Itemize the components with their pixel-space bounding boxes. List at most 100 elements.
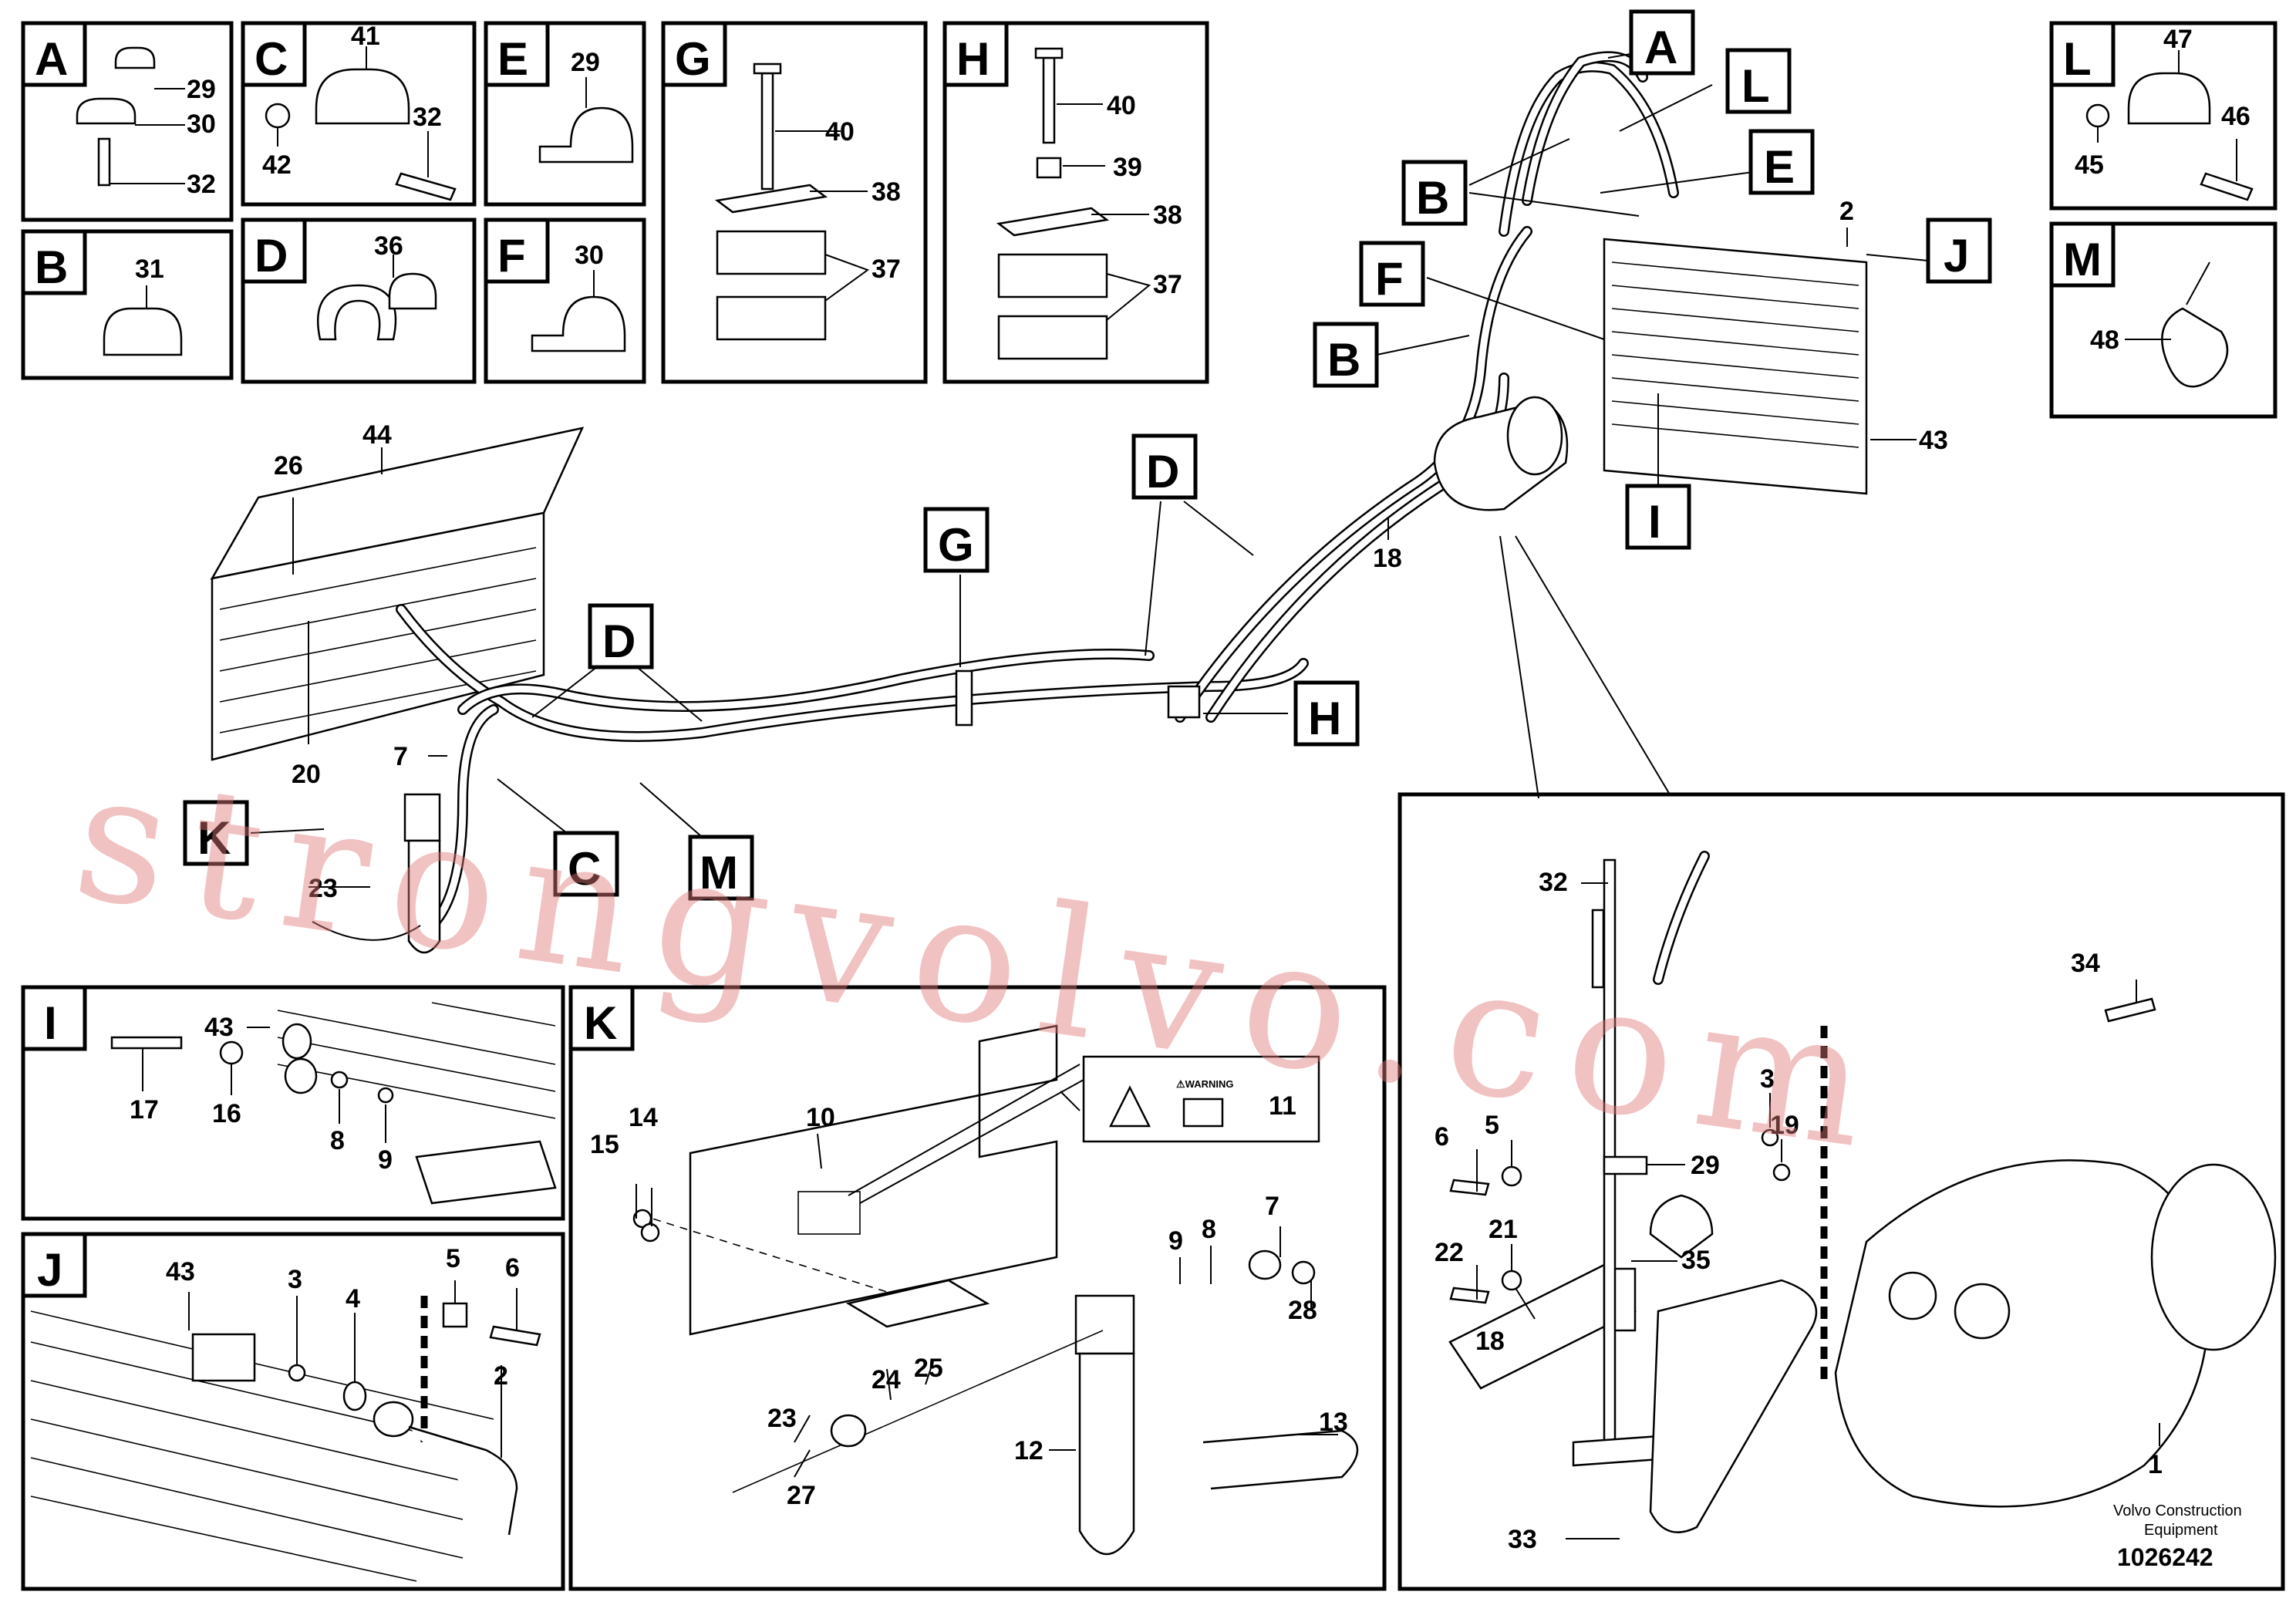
callout-m-main: M	[639, 782, 754, 901]
svg-text:25: 25	[914, 1354, 943, 1383]
receiver-drier-main: 23 7	[308, 742, 447, 954]
svg-text:6: 6	[1435, 1122, 1449, 1152]
svg-text:19: 19	[1770, 1111, 1799, 1140]
svg-text:7: 7	[1265, 1192, 1279, 1221]
svg-text:J: J	[37, 1244, 62, 1296]
detail-panel-c: C 41 32 42	[241, 21, 477, 207]
svg-text:31: 31	[135, 255, 164, 284]
detail-panel-j: J 43 3 4 5 6 2	[21, 1232, 565, 1591]
svg-text:M: M	[2063, 234, 2102, 285]
svg-text:L: L	[2063, 33, 2092, 85]
svg-text:43: 43	[204, 1013, 234, 1042]
detail-panel-k: K ⚠WARNING 10 11 12 13 14 15 9 8 7 28 23	[568, 985, 1387, 1591]
svg-text:I: I	[1648, 496, 1661, 548]
svg-text:41: 41	[351, 22, 380, 51]
detail-panel-l: L 47 46 45	[2049, 21, 2277, 211]
compressor-main: 18	[1373, 396, 1569, 573]
svg-text:A: A	[35, 33, 68, 85]
svg-text:6: 6	[505, 1253, 520, 1283]
svg-text:23: 23	[767, 1404, 797, 1433]
svg-text:2: 2	[494, 1361, 508, 1391]
svg-text:36: 36	[374, 231, 403, 261]
svg-text:1026242: 1026242	[2117, 1543, 2213, 1571]
svg-text:43: 43	[1919, 426, 1948, 455]
svg-text:9: 9	[1168, 1226, 1183, 1256]
svg-text:13: 13	[1319, 1408, 1348, 1437]
svg-text:40: 40	[825, 117, 855, 147]
callout-c-main: C	[497, 778, 619, 897]
detail-panel-compressor: 32 34 3 5 6 29 19 21 22 35 18 1 33 Volvo…	[1397, 535, 2285, 1591]
svg-text:K: K	[584, 997, 617, 1049]
svg-text:D: D	[602, 615, 636, 667]
svg-text:5: 5	[446, 1244, 460, 1273]
svg-text:9: 9	[378, 1145, 393, 1175]
svg-text:G: G	[675, 33, 711, 85]
svg-text:3: 3	[1760, 1064, 1775, 1094]
svg-text:D: D	[255, 230, 288, 282]
detail-panel-h: H 40 39 38 37	[942, 21, 1209, 384]
svg-text:24: 24	[872, 1365, 901, 1394]
svg-text:46: 46	[2221, 102, 2250, 131]
svg-text:M: M	[700, 847, 738, 899]
callout-i-main: I	[1625, 393, 1691, 550]
svg-text:K: K	[197, 812, 231, 864]
svg-text:30: 30	[575, 241, 604, 270]
callout-b-main-upper: B	[1401, 138, 1640, 226]
callout-h-main: H	[1203, 680, 1360, 747]
svg-text:B: B	[1416, 172, 1449, 224]
svg-text:35: 35	[1681, 1246, 1711, 1275]
svg-text:B: B	[1327, 334, 1360, 386]
svg-text:⚠WARNING: ⚠WARNING	[1176, 1078, 1233, 1090]
svg-text:C: C	[568, 843, 601, 895]
svg-text:32: 32	[187, 170, 216, 199]
detail-panel-i: I 43 17 16 8 9	[21, 985, 565, 1221]
detail-panel-e: E 29	[484, 21, 646, 207]
svg-text:1: 1	[2148, 1450, 2163, 1479]
svg-text:18: 18	[1373, 544, 1402, 573]
svg-text:G: G	[938, 519, 974, 571]
callout-f-main: F	[1359, 241, 1605, 340]
svg-text:23: 23	[308, 874, 338, 903]
svg-text:34: 34	[2071, 949, 2100, 978]
svg-text:29: 29	[187, 75, 216, 104]
svg-text:15: 15	[590, 1130, 619, 1159]
svg-text:3: 3	[288, 1265, 302, 1294]
evaporator-44: 44 26 20	[210, 420, 585, 789]
svg-text:14: 14	[629, 1103, 658, 1132]
svg-text:A: A	[1644, 22, 1677, 73]
callout-j-main: J	[1866, 218, 1992, 284]
svg-text:33: 33	[1508, 1525, 1537, 1554]
svg-text:H: H	[956, 33, 990, 85]
svg-text:48: 48	[2090, 325, 2119, 355]
svg-text:12: 12	[1014, 1436, 1043, 1465]
svg-text:8: 8	[1202, 1215, 1216, 1244]
svg-text:F: F	[497, 230, 526, 282]
svg-text:J: J	[1944, 230, 1969, 282]
svg-text:E: E	[497, 33, 528, 85]
callout-d-main-right: D	[1131, 433, 1254, 656]
svg-text:Equipment: Equipment	[2144, 1522, 2218, 1539]
svg-text:7: 7	[393, 742, 408, 771]
svg-text:38: 38	[1153, 201, 1182, 230]
detail-panel-g: G 40 38 37	[661, 21, 928, 384]
svg-text:29: 29	[1691, 1151, 1720, 1180]
svg-text:Volvo Construction: Volvo Construction	[2113, 1502, 2242, 1519]
svg-text:43: 43	[166, 1257, 195, 1286]
detail-panel-a: A 29 30 32	[21, 21, 234, 222]
callout-d-main-left: D	[531, 603, 703, 722]
svg-text:44: 44	[362, 420, 392, 450]
svg-text:F: F	[1375, 253, 1404, 305]
svg-text:H: H	[1308, 693, 1341, 744]
svg-text:17: 17	[130, 1095, 159, 1125]
svg-text:I: I	[44, 997, 57, 1049]
svg-text:8: 8	[330, 1126, 345, 1155]
svg-text:C: C	[255, 33, 288, 85]
callout-e-main: E	[1600, 129, 1815, 195]
svg-text:37: 37	[872, 255, 901, 284]
svg-text:21: 21	[1489, 1215, 1518, 1244]
detail-panel-d: D 36	[241, 218, 477, 384]
detail-panel-f: F 30	[484, 218, 646, 384]
detail-panel-b: B 31	[21, 229, 234, 380]
detail-panel-m: M 48	[2049, 221, 2277, 419]
